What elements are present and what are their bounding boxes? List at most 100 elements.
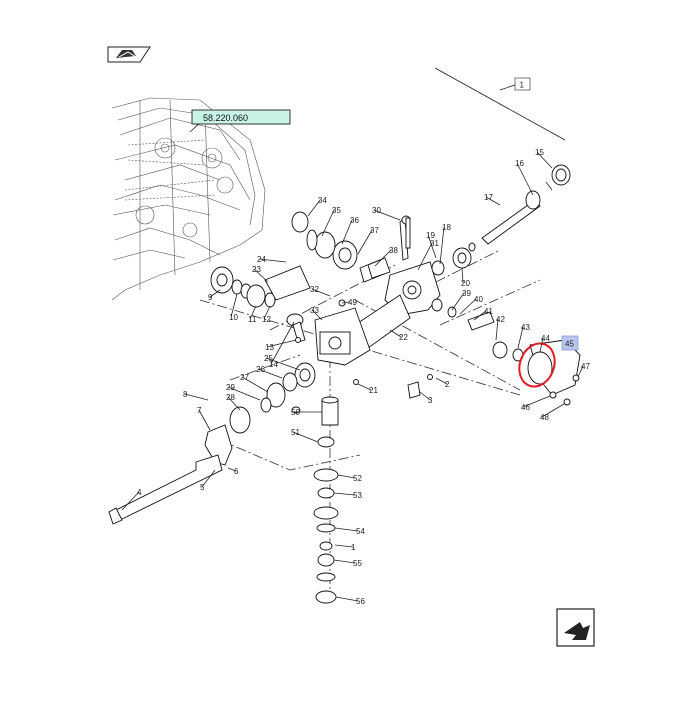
callout-number[interactable]: 15 xyxy=(535,148,544,157)
callout-number[interactable]: 17 xyxy=(484,193,493,202)
highlighted-part-ring[interactable] xyxy=(514,339,561,392)
callout-number[interactable]: 54 xyxy=(356,527,365,536)
leader-line xyxy=(389,329,402,338)
callout-number[interactable]: 40 xyxy=(474,295,483,304)
callout-number[interactable]: 53 xyxy=(353,491,362,500)
callout-number[interactable]: 27 xyxy=(240,373,249,382)
callout-number[interactable]: 42 xyxy=(496,315,505,324)
callout-number[interactable]: 21 xyxy=(369,386,378,395)
callout-number[interactable]: 36 xyxy=(350,216,359,225)
callout-number[interactable]: 43 xyxy=(521,323,530,332)
leader-line xyxy=(337,474,356,479)
small-fittings[interactable] xyxy=(295,217,433,399)
callout-number[interactable]: 1 xyxy=(351,543,356,552)
leader-line xyxy=(257,368,283,379)
leader-line xyxy=(270,321,295,365)
callout-number[interactable]: 13 xyxy=(265,343,274,352)
callout-number[interactable]: 48 xyxy=(540,413,549,422)
leader-line xyxy=(335,596,359,602)
callout-number[interactable]: 38 xyxy=(389,246,398,255)
leader-line xyxy=(577,365,584,378)
left-gear-cluster[interactable] xyxy=(210,265,311,343)
leader-line xyxy=(357,229,373,255)
callout-number[interactable]: 23 xyxy=(252,265,261,274)
callout-label: 1 xyxy=(520,81,525,90)
callout-number[interactable]: 19 xyxy=(426,231,435,240)
lower-left-gear-cluster[interactable] xyxy=(229,362,316,434)
callout-number[interactable]: 3 xyxy=(428,396,433,405)
callout-number[interactable]: 51 xyxy=(291,428,300,437)
callout-number[interactable]: 50 xyxy=(291,408,300,417)
assembly-bracket-line xyxy=(434,67,566,141)
highlighted-callout-tag[interactable] xyxy=(561,335,579,351)
leader-line xyxy=(539,337,544,353)
callout-number[interactable]: 14 xyxy=(269,360,278,369)
callout-number[interactable]: 22 xyxy=(399,333,408,342)
leader-line xyxy=(341,301,351,304)
callout-leader-lines xyxy=(121,151,584,602)
callout-number[interactable]: 24 xyxy=(257,255,266,264)
leader-line xyxy=(334,527,359,532)
callout-number[interactable]: 44 xyxy=(541,334,550,343)
reference-tag-text: 58.220.060 xyxy=(203,113,248,123)
callout-number[interactable]: 55 xyxy=(353,559,362,568)
leader-line xyxy=(427,234,437,259)
callout-number[interactable]: 46 xyxy=(521,403,530,412)
gearbox-housing[interactable] xyxy=(314,259,441,366)
reference-link-tag[interactable] xyxy=(189,109,291,133)
callout-number[interactable]: 26 xyxy=(256,365,265,374)
callout-number[interactable]: 9 xyxy=(208,293,213,302)
callout-number[interactable]: 29 xyxy=(226,383,235,392)
callout-number[interactable]: 18 xyxy=(442,223,451,232)
callout-number[interactable]: 8 xyxy=(183,390,188,399)
callout-number[interactable]: 52 xyxy=(353,474,362,483)
leader-line xyxy=(334,544,354,548)
leader-line xyxy=(419,391,431,401)
callout-number[interactable]: 56 xyxy=(356,597,365,606)
callout-number[interactable]: 41 xyxy=(484,307,493,316)
callout-number[interactable]: 28 xyxy=(226,393,235,402)
leader-line xyxy=(333,559,356,564)
book-nav-icon[interactable] xyxy=(107,46,151,63)
callout-number[interactable]: 31 xyxy=(430,239,439,248)
callout-number[interactable]: 2 xyxy=(445,380,450,389)
leader-line xyxy=(374,249,392,267)
callout-number[interactable]: 39 xyxy=(462,289,471,298)
vertical-shaft-stack[interactable] xyxy=(313,396,339,604)
callout-number[interactable]: 35 xyxy=(332,206,341,215)
leader-line xyxy=(451,292,465,311)
leader-line xyxy=(266,339,297,348)
guard-plate-assembly[interactable] xyxy=(108,424,233,525)
callout-number[interactable]: 33 xyxy=(310,306,319,315)
callout-number[interactable]: 47 xyxy=(581,362,590,371)
callout-number[interactable]: 25 xyxy=(264,354,273,363)
callout-number[interactable]: 12 xyxy=(262,315,271,324)
callout-number[interactable]: 49 xyxy=(348,298,357,307)
leader-line xyxy=(517,326,524,349)
right-cover-assembly[interactable] xyxy=(431,298,581,406)
return-arrow-icon[interactable] xyxy=(556,608,595,647)
leader-line xyxy=(121,491,140,511)
callout-number[interactable]: 32 xyxy=(310,285,319,294)
callout-number[interactable]: 30 xyxy=(372,206,381,215)
leader-line xyxy=(209,289,221,298)
leader-line xyxy=(495,318,499,341)
callout-number[interactable]: 5 xyxy=(200,483,205,492)
callout-number[interactable]: 34 xyxy=(318,196,327,205)
callout-number[interactable]: 37 xyxy=(370,226,379,235)
callout-number[interactable]: 20 xyxy=(461,279,470,288)
callout-number[interactable]: 6 xyxy=(234,467,239,476)
callout-number[interactable]: 7 xyxy=(197,406,202,415)
callout-box-1[interactable] xyxy=(514,77,531,91)
leader-line xyxy=(536,151,553,169)
callout-number[interactable]: 4 xyxy=(137,488,142,497)
shaft-17[interactable] xyxy=(481,164,571,245)
callout-number[interactable]: 10 xyxy=(229,313,238,322)
callout-number[interactable]: 11 xyxy=(248,315,257,324)
gear-cluster-upper[interactable] xyxy=(291,211,476,279)
callout-number[interactable]: 16 xyxy=(515,159,524,168)
leader-line xyxy=(230,293,238,318)
